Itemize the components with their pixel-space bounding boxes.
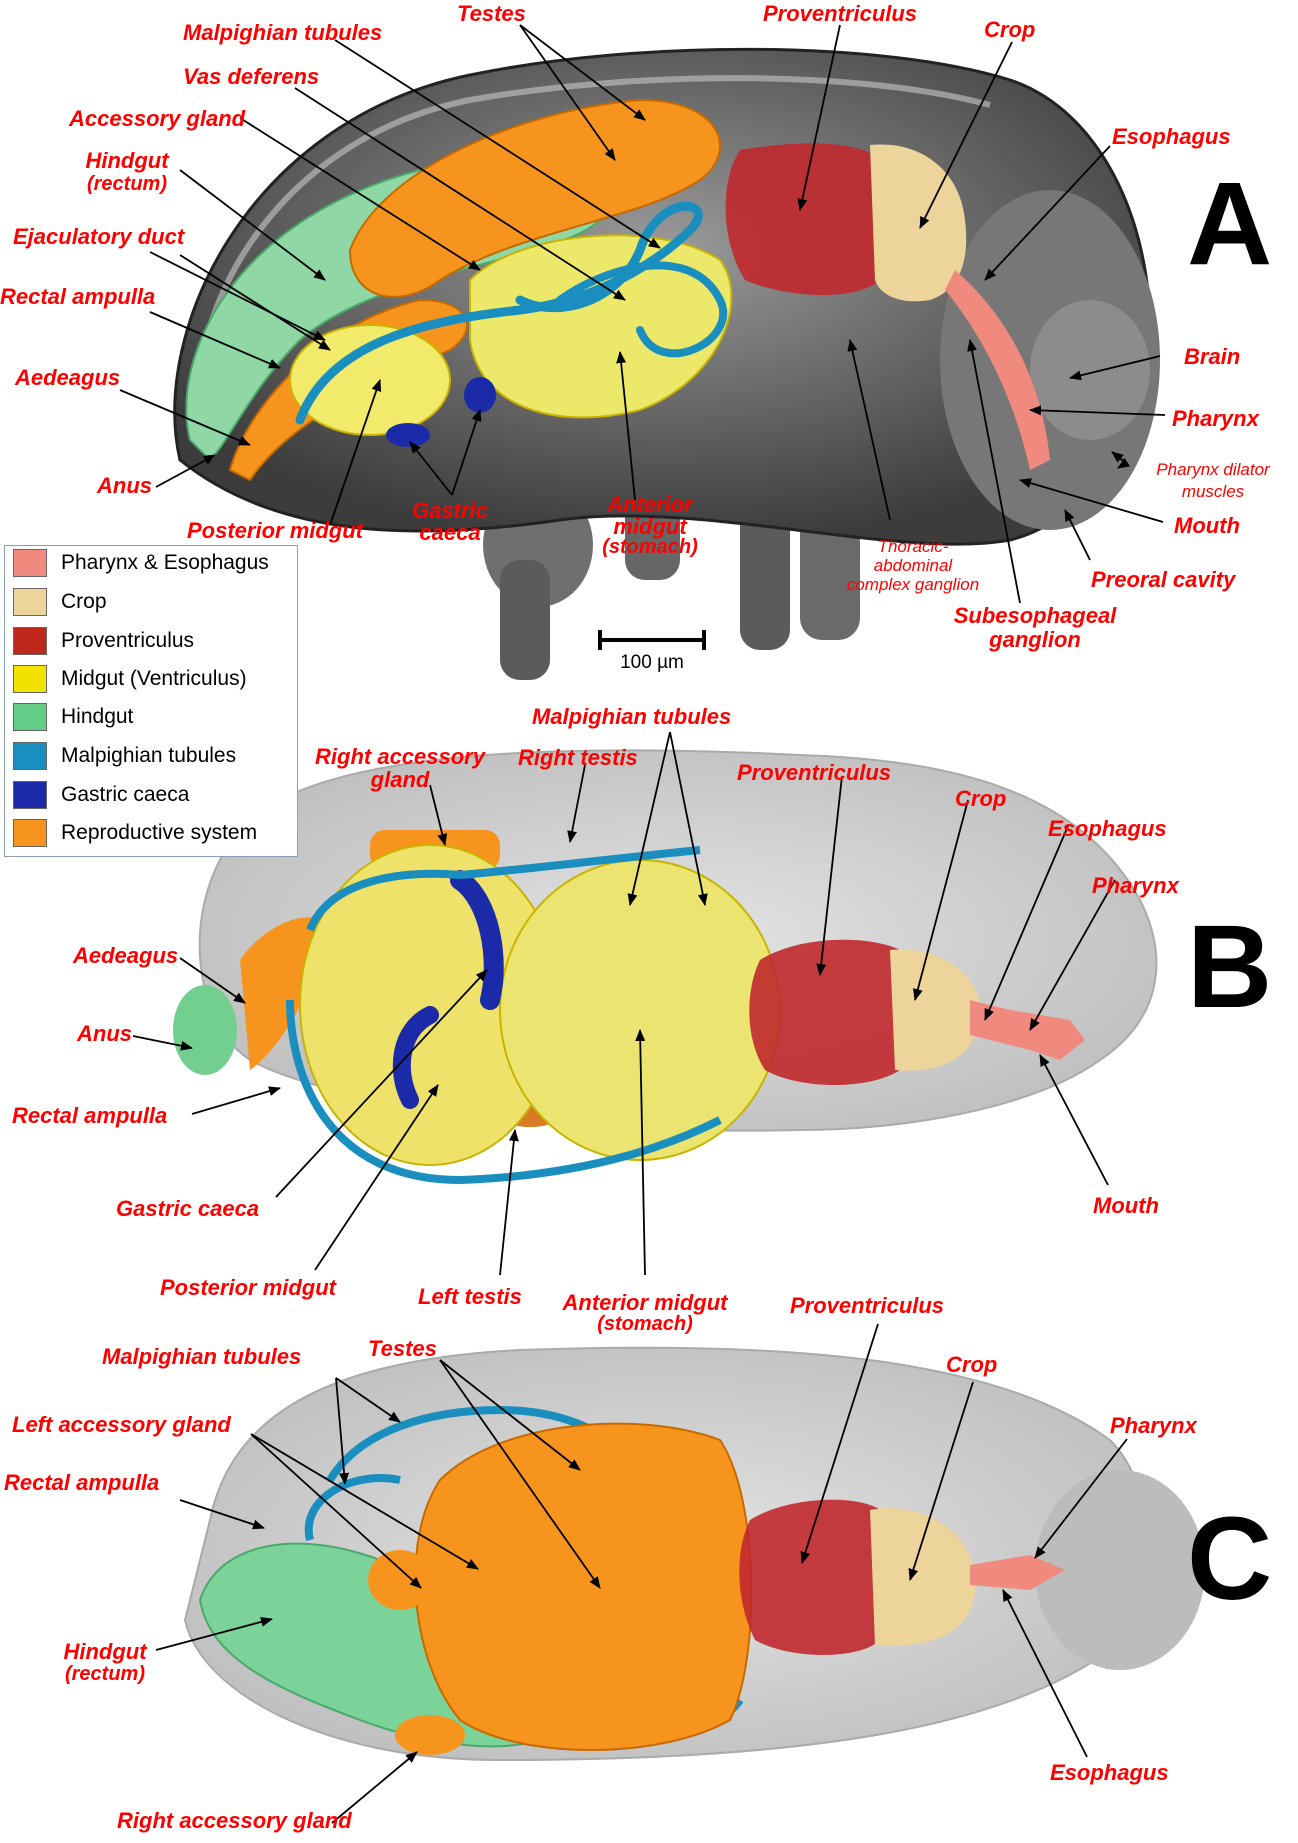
label-a-brain: Brain [1184,344,1241,369]
label-a-vas-deferens: Vas deferens [183,64,320,89]
label-b-mouth: Mouth [1093,1193,1159,1218]
legend-label: Proventriculus [61,629,195,652]
label-b-right-accessory-gland-1: Right accessory [315,744,485,769]
label-c-crop: Crop [946,1352,998,1377]
label-a-thoracic-2: abdominal [873,556,953,575]
label-b-gastric-caeca: Gastric caeca [116,1196,260,1221]
legend-item-proventriculus: Proventriculus [13,626,194,656]
label-b-posterior-midgut: Posterior midgut [160,1275,337,1300]
label-c-pharynx: Pharynx [1110,1413,1197,1438]
legend-item-crop: Crop [13,587,107,617]
legend-item-midgut: Midgut (Ventriculus) [13,664,247,694]
panel-c-body [183,1346,1205,1762]
label-b-left-testis: Left testis [418,1284,522,1309]
label-b-anterior-midgut-1: Anterior midgut [562,1290,728,1315]
label-a-preoral-cavity: Preoral cavity [1091,567,1236,592]
label-a-thoracic-3: complex ganglion [846,575,980,594]
label-c-hindgut: Hindgut [63,1639,147,1664]
panel-label-b: B [1187,901,1273,1033]
panel-label-c: C [1187,1493,1273,1625]
scale-bar: 100 µm [600,630,704,682]
label-a-mouth: Mouth [1174,513,1240,538]
label-a-anus: Anus [97,473,152,498]
legend-swatch [13,588,47,616]
legend-swatch [13,665,47,693]
label-a-ejaculatory-duct: Ejaculatory duct [13,224,185,249]
label-b-right-testis: Right testis [518,745,638,770]
label-a-anterior-midgut-3: (stomach) [602,536,698,558]
legend-label: Malpighian tubules [61,744,237,767]
label-a-subesophageal-2: ganglion [989,627,1081,652]
label-a-thoracic-1: Thoracic- [877,537,949,556]
label-b-malpighian-tubules: Malpighian tubules [532,704,732,729]
panel-a-body [173,47,1160,680]
legend-swatch [13,627,47,655]
label-a-crop: Crop [984,17,1036,42]
label-a-aedeagus: Aedeagus [15,365,121,390]
legend: Pharynx & Esophagus Crop Proventriculus … [4,545,298,857]
label-a-testes: Testes [457,1,526,26]
label-a-pharynx-dilator-1: Pharynx dilator [1156,460,1270,479]
label-c-proventriculus: Proventriculus [790,1293,945,1318]
leader-lines [119,24,1166,1824]
label-a-anterior-midgut-1: Anterior [607,492,693,517]
label-c-testes: Testes [368,1336,437,1361]
label-b-anterior-midgut-2: (stomach) [597,1313,693,1335]
label-a-rectal-ampulla: Rectal ampulla [0,284,156,309]
legend-item-reproductive: Reproductive system [13,818,257,848]
label-c-rectal-ampulla: Rectal ampulla [4,1470,160,1495]
label-c-left-accessory-gland: Left accessory gland [12,1412,231,1437]
label-c-esophagus: Esophagus [1050,1760,1169,1785]
label-b-crop: Crop [955,786,1007,811]
legend-swatch [13,819,47,847]
legend-label: Midgut (Ventriculus) [61,667,247,690]
scale-bar-label: 100 µm [620,652,684,673]
label-a-hindgut-sub: (rectum) [86,173,167,195]
label-a-anterior-midgut-2: midgut [613,514,687,539]
label-a-esophagus: Esophagus [1112,124,1231,149]
label-a-posterior-midgut: Posterior midgut [187,518,364,543]
legend-item-gastric-caeca: Gastric caeca [13,780,189,810]
legend-label: Gastric caeca [61,783,190,806]
label-b-rectal-ampulla: Rectal ampulla [12,1103,168,1128]
label-c-right-accessory-gland: Right accessory gland [117,1808,352,1833]
label-a-pharynx: Pharynx [1172,406,1259,431]
label-c-malpighian-tubules: Malpighian tubules [102,1344,302,1369]
label-c-hindgut-sub: (rectum) [64,1663,145,1685]
legend-label: Reproductive system [61,821,258,844]
label-a-malpighian-tubules: Malpighian tubules [183,20,383,45]
label-a-subesophageal-1: Subesophageal [953,603,1117,628]
legend-item-pharynx-esophagus: Pharynx & Esophagus [13,548,269,578]
label-b-esophagus: Esophagus [1048,816,1167,841]
legend-label: Crop [61,590,107,613]
label-b-right-accessory-gland-2: gland [370,767,430,792]
label-a-gastric-caeca-1: Gastric [412,498,488,523]
scale-bar-line [598,630,706,650]
legend-swatch [13,703,47,731]
label-a-accessory-gland: Accessory gland [69,106,246,131]
label-a-pharynx-dilator-2: muscles [1181,482,1245,501]
legend-item-malpighian: Malpighian tubules [13,741,236,771]
label-a-hindgut: Hindgut [85,148,169,173]
label-a-proventriculus: Proventriculus [763,1,918,26]
panel-label-a: A [1187,158,1273,290]
label-b-pharynx: Pharynx [1092,873,1179,898]
label-b-aedeagus: Aedeagus [73,943,179,968]
label-a-gastric-caeca-2: caeca [419,520,481,545]
legend-swatch [13,742,47,770]
label-b-anus: Anus [77,1021,132,1046]
legend-swatch [13,781,47,809]
legend-swatch [13,549,47,577]
legend-label: Hindgut [61,705,134,728]
label-b-proventriculus: Proventriculus [737,760,892,785]
legend-item-hindgut: Hindgut [13,702,133,732]
legend-label: Pharynx & Esophagus [61,551,269,574]
